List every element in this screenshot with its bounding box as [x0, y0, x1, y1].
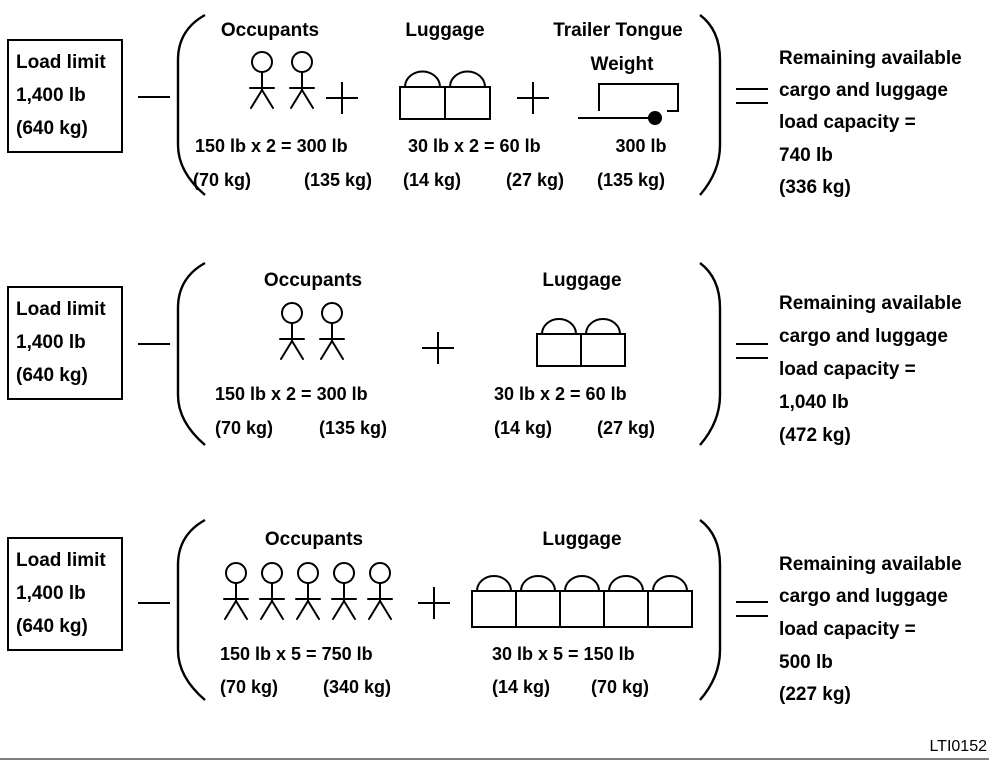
- example-1-with-trailer: Load limit 1,400 lb (640 kg) Occupants L…: [7, 13, 962, 198]
- result-line-1: Remaining available: [779, 554, 962, 575]
- result-kg: (472 kg): [779, 425, 851, 446]
- occupants-metric-each: (70 kg): [220, 677, 278, 697]
- load-limit-title: Load limit: [16, 299, 106, 320]
- person-icon: [319, 302, 345, 360]
- result-line-3: load capacity =: [779, 619, 916, 640]
- result-line-2: cargo and luggage: [779, 326, 948, 347]
- occupants-label: Occupants: [264, 270, 362, 291]
- load-limit-kg: (640 kg): [16, 616, 88, 637]
- luggage-icons: [399, 70, 491, 120]
- occupants-calc: 150 lb x 2 = 300 lb: [215, 384, 368, 404]
- luggage-icon: [444, 70, 491, 120]
- occupants-calc: 150 lb x 5 = 750 lb: [220, 644, 373, 664]
- luggage-label: Luggage: [542, 529, 621, 550]
- luggage-icon: [515, 575, 561, 628]
- trailer-label-line1: Trailer Tongue: [553, 20, 683, 41]
- luggage-icon: [471, 575, 517, 628]
- person-icon: [259, 562, 285, 620]
- example-2-two-occupants: Load limit 1,400 lb (640 kg) Occupants L…: [7, 261, 962, 446]
- luggage-metric-each: (14 kg): [403, 170, 461, 190]
- luggage-metric-each: (14 kg): [494, 418, 552, 438]
- load-limit-box: [7, 537, 123, 651]
- luggage-icon: [603, 575, 649, 628]
- occupants-metric-total: (135 kg): [319, 418, 387, 438]
- trailer-icon: [578, 83, 679, 125]
- person-icon: [223, 562, 249, 620]
- occupants-icons: [279, 302, 345, 360]
- luggage-metric-total: (27 kg): [597, 418, 655, 438]
- occupants-metric-total: (135 kg): [304, 170, 372, 190]
- luggage-icon: [399, 70, 446, 120]
- result-lb: 500 lb: [779, 652, 833, 673]
- load-limit-title: Load limit: [16, 52, 106, 73]
- trailer-metric: (135 kg): [597, 170, 665, 190]
- luggage-calc: 30 lb x 2 = 60 lb: [494, 384, 627, 404]
- load-limit-lb: 1,400 lb: [16, 332, 86, 353]
- luggage-icon: [647, 575, 693, 628]
- result-line-1: Remaining available: [779, 48, 962, 69]
- occupants-calc: 150 lb x 2 = 300 lb: [195, 136, 348, 156]
- load-limit-lb: 1,400 lb: [16, 85, 86, 106]
- occupants-label: Occupants: [265, 529, 363, 550]
- occupants-label: Occupants: [221, 20, 319, 41]
- person-icon: [331, 562, 357, 620]
- right-bracket: [699, 14, 722, 196]
- result-kg: (227 kg): [779, 684, 851, 705]
- occupants-icons: [223, 562, 393, 620]
- figure-code: LTI0152: [929, 738, 987, 755]
- example-3-five-occupants: Load limit 1,400 lb (640 kg) Occupants L…: [7, 518, 962, 705]
- left-bracket: [176, 518, 206, 701]
- result-line-1: Remaining available: [779, 293, 962, 314]
- person-icon: [289, 51, 315, 109]
- luggage-metric-total: (70 kg): [591, 677, 649, 697]
- luggage-calc: 30 lb x 2 = 60 lb: [408, 136, 541, 156]
- luggage-icon: [559, 575, 605, 628]
- load-limit-lb: 1,400 lb: [16, 583, 86, 604]
- person-icon: [367, 562, 393, 620]
- luggage-label: Luggage: [542, 270, 621, 291]
- luggage-calc: 30 lb x 5 = 150 lb: [492, 644, 635, 664]
- occupants-metric-each: (70 kg): [215, 418, 273, 438]
- load-limit-box: [7, 39, 123, 153]
- result-lb: 740 lb: [779, 145, 833, 166]
- result-line-3: load capacity =: [779, 359, 916, 380]
- result-kg: (336 kg): [779, 177, 851, 198]
- occupants-metric-each: (70 kg): [193, 170, 251, 190]
- luggage-metric-total: (27 kg): [506, 170, 564, 190]
- load-limit-title: Load limit: [16, 550, 106, 571]
- occupants-metric-total: (340 kg): [323, 677, 391, 697]
- right-bracket: [699, 519, 722, 701]
- left-bracket: [176, 261, 206, 446]
- luggage-icons: [536, 318, 626, 367]
- person-icon: [249, 51, 275, 109]
- result-lb: 1,040 lb: [779, 392, 849, 413]
- result-line-3: load capacity =: [779, 112, 916, 133]
- load-limit-kg: (640 kg): [16, 118, 88, 139]
- luggage-icon: [536, 318, 582, 367]
- luggage-icon: [580, 318, 626, 367]
- luggage-icons: [471, 575, 693, 628]
- result-line-2: cargo and luggage: [779, 80, 948, 101]
- right-bracket: [699, 262, 722, 446]
- load-limit-box: [7, 286, 123, 400]
- person-icon: [279, 302, 305, 360]
- person-icon: [295, 562, 321, 620]
- result-line-2: cargo and luggage: [779, 586, 948, 607]
- load-limit-kg: (640 kg): [16, 365, 88, 386]
- left-bracket: [176, 13, 206, 196]
- luggage-metric-each: (14 kg): [492, 677, 550, 697]
- trailer-label-line2: Weight: [591, 54, 655, 75]
- occupants-icons: [249, 51, 315, 109]
- trailer-value: 300 lb: [615, 136, 666, 156]
- luggage-label: Luggage: [405, 20, 484, 41]
